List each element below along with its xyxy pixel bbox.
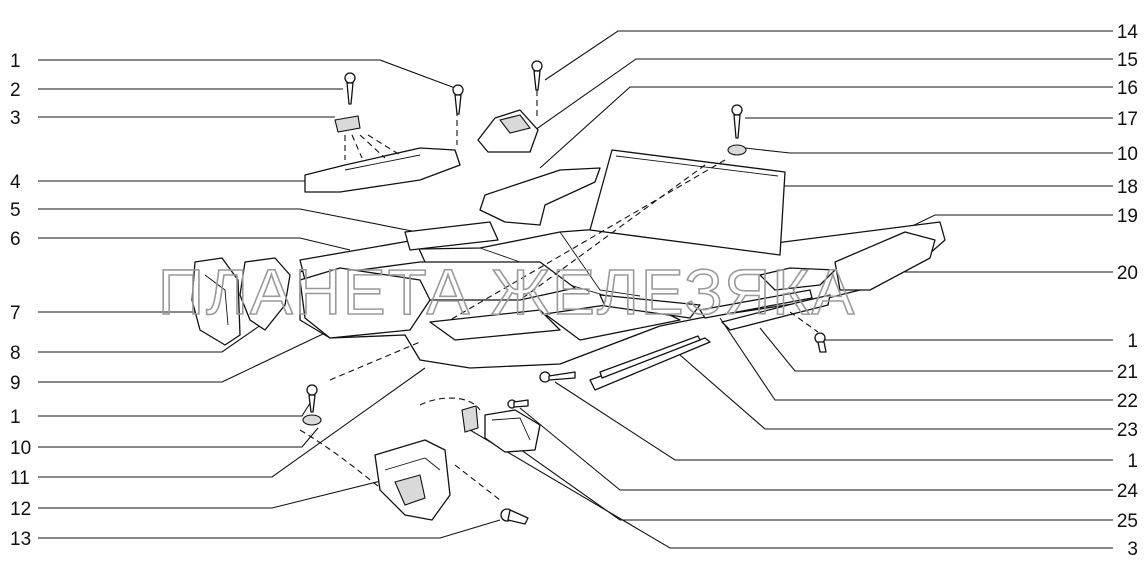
left-side-panels [191, 257, 431, 346]
cover-4 [304, 147, 461, 193]
rear-seat-back [589, 149, 786, 256]
callout-left-7: 7 [10, 303, 21, 324]
callout-left-8: 8 [10, 343, 21, 364]
clip-3-bottom [461, 405, 479, 433]
leader-10-left [38, 427, 319, 448]
callout-left-1: 1 [10, 51, 21, 72]
bracket-12-group [374, 397, 529, 525]
callout-right-15: 25 [1117, 511, 1138, 532]
callout-right-3: 16 [1117, 78, 1138, 99]
sill-22 [699, 289, 813, 319]
callout-right-14: 24 [1117, 481, 1139, 502]
leader-23 [679, 354, 1113, 430]
callout-left-3: 3 [10, 108, 21, 129]
screw-13 [500, 508, 529, 525]
callout-right-7: 19 [1117, 206, 1138, 227]
panel-8 [239, 257, 291, 331]
leader-21 [759, 327, 1113, 372]
callout-left-13: 12 [10, 499, 31, 520]
front-floor-mat-left [429, 309, 561, 341]
screw-1-top [452, 84, 464, 115]
sill-23 [539, 335, 711, 391]
bracket-25-group [461, 399, 541, 453]
callout-left-2: 2 [10, 80, 21, 101]
floor-carpet [299, 221, 946, 369]
callouts-right: 14 15 16 17 10 18 19 20 1 21 22 23 1 24 … [1117, 22, 1139, 560]
leader-8 [38, 319, 269, 353]
leader-15 [534, 58, 1113, 131]
leader-3-bottom [469, 429, 1113, 549]
leader-14 [544, 30, 1113, 81]
leader-lines-left [38, 59, 501, 539]
callout-right-9: 1 [1127, 331, 1138, 352]
screw-1-mid [306, 384, 318, 396]
callout-left-6: 6 [10, 229, 21, 250]
trim-19 [834, 231, 936, 291]
leader-6 [38, 237, 351, 251]
callout-right-12: 23 [1117, 420, 1138, 441]
callout-left-10: 1 [10, 407, 21, 428]
watermark: ПЛАНЕТА ЖЕЛЕЗЯКА [158, 256, 856, 328]
callout-right-4: 17 [1117, 109, 1138, 130]
leader-1-top [38, 59, 456, 89]
screw-2 [344, 72, 356, 105]
cap-10-left [302, 414, 322, 426]
leader-5 [38, 208, 413, 232]
callout-right-11: 22 [1117, 391, 1138, 412]
bracket-25 [484, 409, 541, 453]
callout-left-5: 5 [10, 200, 21, 221]
cover-15 [477, 60, 543, 153]
leader-16 [539, 86, 1113, 169]
callout-right-8: 20 [1117, 263, 1138, 284]
leader-24 [519, 407, 1113, 491]
callout-left-12: 11 [10, 468, 30, 489]
callout-left-14: 13 [10, 529, 31, 550]
callout-left-4: 4 [10, 172, 21, 193]
clip-3 [334, 115, 361, 133]
right-trims [699, 231, 936, 353]
leader-22 [719, 317, 1113, 401]
callout-right-13: 1 [1127, 451, 1138, 472]
sill-21 [721, 294, 831, 331]
callout-right-10: 21 [1117, 362, 1138, 383]
leader-9 [38, 332, 326, 383]
leader-13 [38, 519, 501, 539]
callout-right-5: 10 [1117, 144, 1138, 165]
front-panel-5 [404, 221, 499, 251]
callouts-left: 1 2 3 4 5 6 7 8 9 1 10 11 12 13 [10, 51, 31, 550]
trim-20 [759, 267, 836, 291]
leader-10-right [744, 147, 1113, 154]
leader-25 [499, 434, 1113, 521]
screw-14 [533, 70, 541, 91]
sill-trim-16 [479, 167, 601, 226]
screw-17-group [449, 104, 747, 321]
callout-right-2: 15 [1117, 50, 1138, 71]
panel-9 [299, 267, 431, 339]
callout-right-1: 14 [1117, 22, 1139, 43]
callout-left-9: 9 [10, 373, 21, 394]
cap-10-right [727, 144, 747, 156]
tunnel-mat [599, 294, 701, 319]
leader-1-bottom [554, 381, 1113, 461]
leader-12 [38, 479, 386, 509]
callout-left-11: 10 [10, 438, 31, 459]
callout-right-16: 3 [1127, 539, 1138, 560]
leader-11 [38, 367, 426, 478]
leader-1-mid [38, 399, 313, 417]
callout-right-6: 18 [1117, 177, 1138, 198]
top-cover-assembly [304, 72, 464, 193]
